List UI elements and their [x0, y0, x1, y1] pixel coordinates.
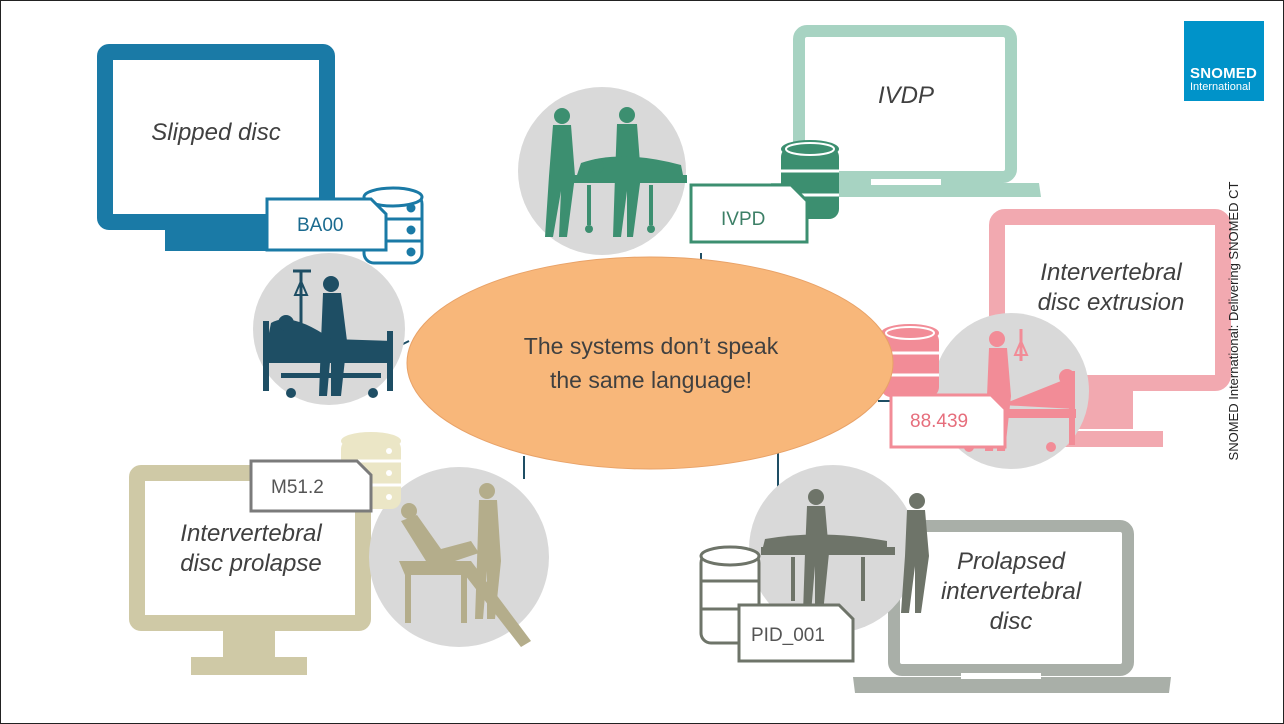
label-line: Prolapsed [956, 548, 1066, 575]
code-88-439: 88.439 [910, 411, 969, 432]
hospital-bed-illustration [253, 253, 405, 405]
code-m51-2: M51.2 [271, 477, 324, 498]
center-message: The systems don’t speak the same languag… [421, 329, 881, 397]
code-ba00: BA00 [297, 215, 344, 236]
label-line: Intervertebral [1040, 259, 1182, 286]
code-pid-001: PID_001 [751, 625, 825, 646]
label-line: disc prolapse [180, 550, 322, 577]
laptop-ivdp [769, 25, 1041, 197]
code-tag-khaki [249, 459, 373, 513]
monitor-slipped-disc [97, 44, 335, 251]
snomed-logo: SNOMED International [1184, 21, 1264, 101]
logo-subtitle: International [1190, 81, 1251, 93]
label-slipped-disc: Slipped disc [151, 119, 281, 146]
center-message-line: the same language! [549, 367, 753, 393]
code-ivpd: IVPD [721, 209, 766, 230]
label-disc-extrusion: Intervertebral disc extrusion [1011, 258, 1211, 318]
label-prolapsed-disc: Prolapsed intervertebral disc [901, 547, 1121, 637]
code-tag-grey [737, 603, 855, 663]
center-message-line: The systems don’t speak [523, 333, 779, 359]
label-ivdp: IVDP [877, 82, 934, 109]
database-icon-pink [881, 324, 939, 397]
code-tag-blue [265, 197, 388, 252]
label-line: Intervertebral [180, 520, 322, 547]
label-line: disc extrusion [1037, 289, 1185, 316]
recliner-illustration [369, 467, 549, 647]
label-line: intervertebral [940, 578, 1082, 605]
code-tag-pink [889, 393, 1007, 449]
logo-name: SNOMED [1190, 65, 1258, 82]
laptop-prolapsed-disc [853, 520, 1171, 693]
stretcher-illustration-grey [749, 465, 929, 633]
label-line: disc [989, 608, 1033, 635]
stretcher-illustration-teal [518, 87, 687, 255]
sidebar-caption: SNOMED International: Delivering SNOMED … [1226, 181, 1241, 461]
label-disc-prolapse: Intervertebral disc prolapse [151, 519, 351, 579]
center-message-ellipse [406, 256, 894, 470]
code-tag-teal [689, 183, 809, 244]
